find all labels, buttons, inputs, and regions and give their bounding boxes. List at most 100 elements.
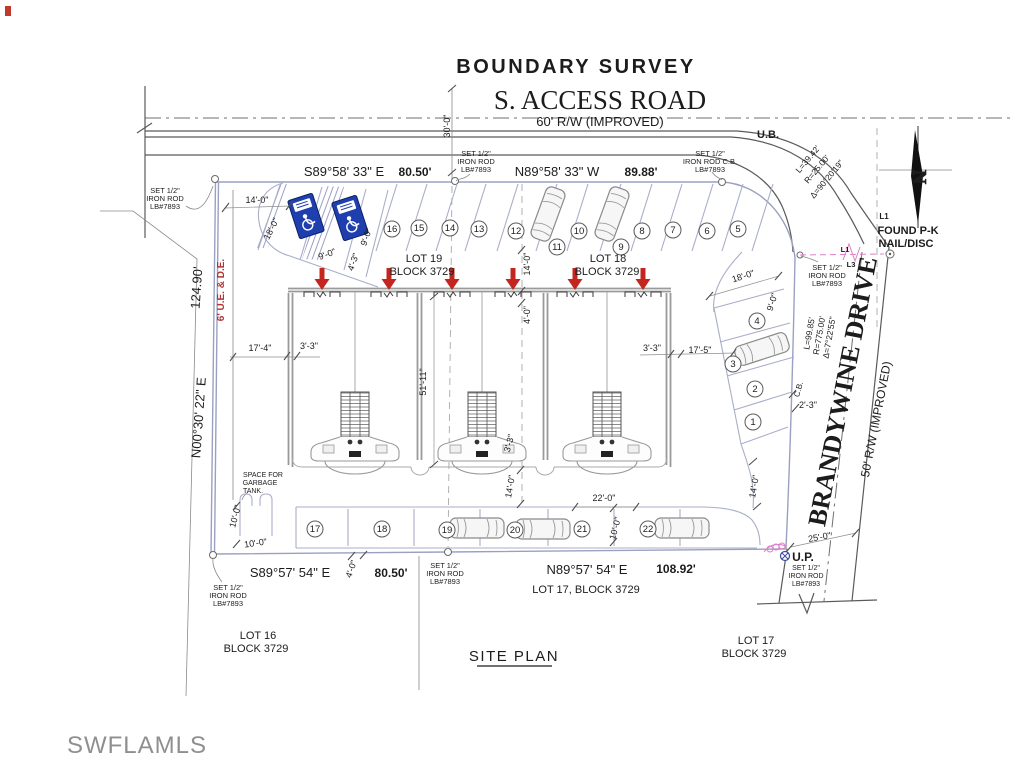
lift-unit-1 (310, 292, 400, 475)
set-rod-right: SET 1/2" IRON ROD LB#7893 (808, 263, 846, 288)
stall-number: 12 (507, 222, 525, 240)
svg-text:GARBAGE: GARBAGE (243, 480, 278, 487)
stall-number: 17 (306, 520, 324, 538)
corner-markers (209, 175, 895, 559)
set-rod-topleft: SET 1/2" IRON ROD LB#7893 (146, 186, 184, 211)
svg-text:20: 20 (510, 525, 521, 536)
stall-number: 6 (698, 222, 716, 240)
svg-text:11: 11 (552, 242, 562, 253)
distance-north1: 80.50' (399, 165, 432, 179)
svg-text:SPACE FOR: SPACE FOR (243, 472, 283, 479)
dimension-lines (221, 84, 860, 561)
dim-3-3-center: 3'-3" (502, 433, 516, 453)
dim-30: 30'-0" (442, 115, 452, 138)
brandywine-rw: 50' R/W (IMPROVED) (858, 360, 894, 478)
stall-number: 18 (373, 520, 391, 538)
lot17-line1: LOT 17 (738, 635, 775, 647)
stall-number: 10 (570, 222, 588, 240)
bearing-west: N00°30' 22" E (188, 376, 209, 458)
up-label: U.P. (792, 550, 814, 564)
svg-text:SET 1/2": SET 1/2" (792, 565, 820, 572)
dim-14-lotline: 14'-0" (522, 253, 532, 276)
svg-text:12: 12 (511, 226, 522, 237)
stall-number: 14 (441, 219, 459, 237)
dim-4-south: 4'-0" (343, 559, 359, 579)
lot18-line2: BLOCK 3729 (575, 266, 640, 278)
stall-number: 2 (746, 380, 764, 398)
label-leaders (185, 171, 819, 583)
svg-text:SET 1/2": SET 1/2" (461, 149, 491, 158)
stall-number: 4 (748, 312, 766, 330)
cb-label: C.B. (792, 381, 805, 398)
lot17-inline: LOT 17, BLOCK 3729 (532, 584, 639, 596)
bearing-south2: N89°57' 54" E (547, 562, 628, 577)
svg-text:19: 19 (442, 525, 453, 536)
dim-51-11: 51'-11" (418, 368, 428, 395)
bearing-south1: S89°57' 54" E (250, 565, 331, 580)
svg-text:6: 6 (704, 226, 709, 237)
svg-text:IRON ROD: IRON ROD (209, 591, 247, 600)
parked-car (654, 517, 710, 539)
svg-text:SET 1/2": SET 1/2" (812, 263, 842, 272)
hatched-aisle (256, 184, 290, 248)
stall-number: 3 (724, 355, 742, 373)
dim-10-garbage1: 10'-0" (227, 504, 243, 529)
svg-text:IRON ROD: IRON ROD (789, 573, 824, 580)
parcel-boundary (210, 88, 796, 690)
svg-text:18: 18 (377, 524, 388, 535)
adjacent-lot-lines (100, 210, 198, 697)
set-rod-topcenter: SET 1/2" IRON ROD LB#7893 (457, 149, 495, 174)
parking-numbers-north: 16 15 14 13 12 11 10 9 8 7 6 5 (383, 219, 747, 256)
svg-text:10: 10 (574, 226, 585, 237)
parked-car (592, 184, 632, 244)
svg-text:LB#7893: LB#7893 (695, 165, 725, 174)
svg-text:16: 16 (387, 224, 398, 235)
drawing-title: BOUNDARY SURVEY (456, 56, 695, 78)
stall-number: 5 (729, 220, 747, 238)
dim-2-3: 2'-3" (799, 400, 817, 410)
svg-text:2: 2 (752, 384, 757, 395)
entry-arrows (314, 268, 651, 290)
stall-number: 8 (633, 222, 651, 240)
svg-text:SET 1/2": SET 1/2" (695, 149, 725, 158)
brandywine-name: BRANDYWINE DRIVE (802, 254, 883, 528)
svg-text:IRON ROD: IRON ROD (146, 194, 184, 203)
l3-tag: L3 (847, 260, 856, 269)
bearing-north1: S89°58' 33" E (304, 164, 385, 179)
set-rod-cb-topright: SET 1/2" IRON ROD C.B. LB#7893 (683, 149, 737, 174)
dim-4-lotline: 4'-0" (522, 306, 532, 324)
lot18-line1: LOT 18 (590, 253, 627, 265)
set-rod-bottomcenter: SET 1/2" IRON ROD LB#7893 (426, 561, 464, 586)
ub-label: U.B. (757, 129, 779, 141)
svg-text:LB#7893: LB#7893 (150, 202, 180, 211)
dim-17-4: 17'-4" (249, 343, 272, 353)
svg-text:9: 9 (618, 242, 623, 253)
svg-text:14: 14 (445, 223, 456, 234)
stall-number: 1 (744, 413, 762, 431)
utility-pole-symbol (779, 550, 791, 562)
parked-car (528, 184, 568, 244)
distance-south1: 80.50' (375, 566, 408, 580)
svg-text:22: 22 (643, 524, 654, 535)
dim-10-south: 10'-0" (607, 516, 623, 541)
svg-text:NAIL/DISC: NAIL/DISC (879, 238, 934, 250)
stall-number: 15 (410, 219, 428, 237)
distance-north2: 89.88' (625, 165, 658, 179)
garbage-enclosure (239, 491, 273, 536)
south-parking-row (295, 506, 761, 549)
svg-text:17: 17 (310, 524, 321, 535)
svg-text:IRON ROD: IRON ROD (426, 569, 464, 578)
lot19-line2: BLOCK 3729 (390, 266, 455, 278)
stall-number: 13 (470, 220, 488, 238)
svg-text:4: 4 (754, 316, 759, 327)
svg-text:LB#7893: LB#7893 (430, 577, 460, 586)
dim-14-center: 14'-0" (503, 474, 517, 498)
dim-14-east: 14'-0" (747, 474, 761, 498)
scan-artifact (5, 6, 11, 16)
svg-text:LB#7893: LB#7893 (812, 279, 842, 288)
access-road-rw: 60' R/W (IMPROVED) (536, 114, 663, 129)
dim-17-5: 17'-5" (689, 345, 712, 355)
svg-text:3: 3 (730, 359, 735, 370)
dim-25: 25'-0" (807, 530, 831, 544)
